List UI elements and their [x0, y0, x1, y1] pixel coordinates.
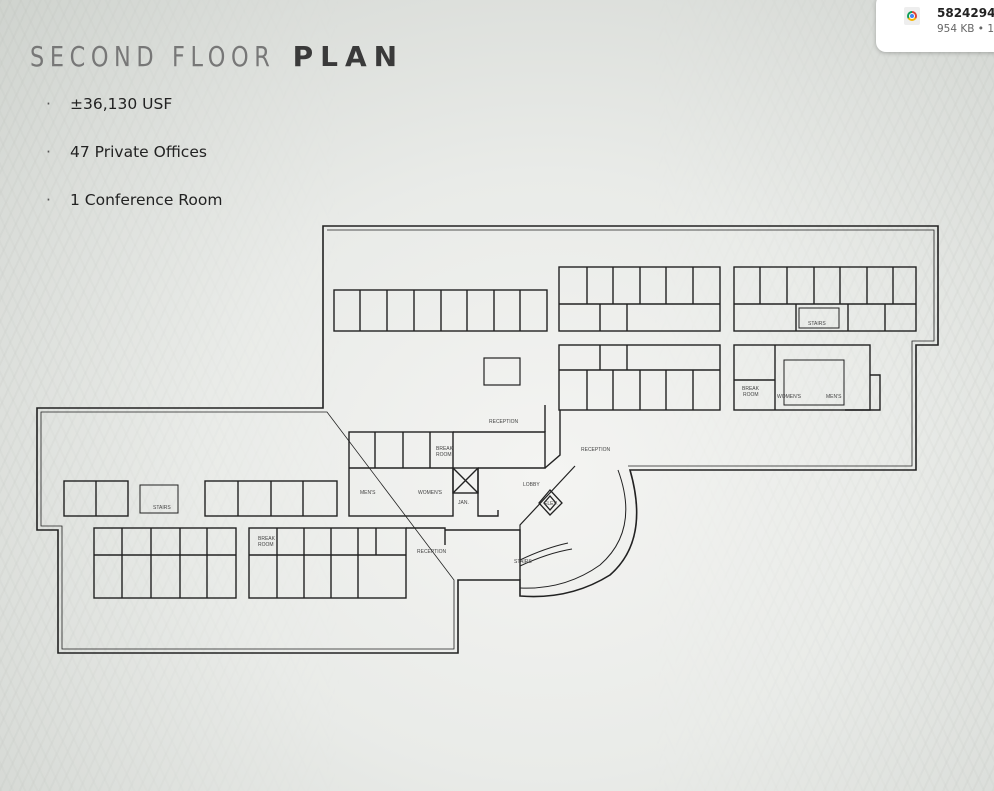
bullet-icon: ·: [46, 143, 51, 161]
restroom-core: [348, 405, 561, 517]
title-bold: PLAN: [292, 40, 405, 73]
feature-text: 47 Private Offices: [70, 143, 207, 161]
label-break-room: BREAK: [258, 536, 276, 542]
label-mens: MEN'S: [360, 490, 376, 496]
download-file-name[interactable]: 58242942: [937, 6, 994, 20]
core-shaft: [483, 357, 521, 386]
chrome-file-icon: [904, 7, 920, 25]
label-stairs: STAIRS: [514, 559, 532, 565]
label-elevator: ELEV.: [544, 501, 558, 507]
room-labels: RECEPTION RECEPTION RECEPTION LOBBY ELEV…: [153, 321, 842, 565]
label-reception: RECEPTION: [417, 549, 447, 555]
label-stairs: STAIRS: [153, 505, 171, 511]
bullet-icon: ·: [46, 95, 51, 113]
curved-wall: [519, 469, 627, 589]
label-janitor: JAN.: [458, 500, 469, 506]
bullet-icon: ·: [46, 191, 51, 209]
label-break-room: ROOM: [436, 452, 452, 458]
label-womens: WOMEN'S: [777, 394, 802, 400]
page-title: SECOND FLOOR PLAN: [30, 40, 404, 73]
feature-list: · ±36,130 USF · 47 Private Offices · 1 Conf…: [46, 95, 222, 239]
download-notification[interactable]: 58242942 954 KB • 19: [876, 0, 994, 52]
feature-text: 1 Conference Room: [70, 191, 223, 209]
stair-curve: [519, 542, 573, 567]
label-reception: RECEPTION: [489, 419, 519, 425]
label-stairs: STAIRS: [808, 321, 826, 327]
feature-text: ±36,130 USF: [70, 95, 173, 113]
office-block: [733, 266, 917, 411]
office-block: [558, 266, 721, 411]
label-reception: RECEPTION: [581, 447, 611, 453]
download-meta: 954 KB • 19: [937, 23, 994, 35]
label-mens: MEN'S: [826, 394, 842, 400]
label-break-room: BREAK: [742, 386, 760, 392]
building-outline: [36, 225, 939, 654]
office-block: [63, 480, 521, 599]
feature-item: · ±36,130 USF: [46, 95, 222, 143]
label-break-room: ROOM: [743, 392, 759, 398]
label-break-room: ROOM: [258, 542, 274, 548]
title-light: SECOND FLOOR: [30, 40, 276, 73]
feature-item: · 1 Conference Room: [46, 191, 222, 239]
building-outline-inner: [40, 229, 935, 650]
office-row: [333, 289, 548, 332]
label-break-room: BREAK: [436, 446, 454, 452]
label-lobby: LOBBY: [523, 482, 540, 488]
feature-item: · 47 Private Offices: [46, 143, 222, 191]
elevator: [538, 489, 563, 516]
label-womens: WOMEN'S: [418, 490, 443, 496]
